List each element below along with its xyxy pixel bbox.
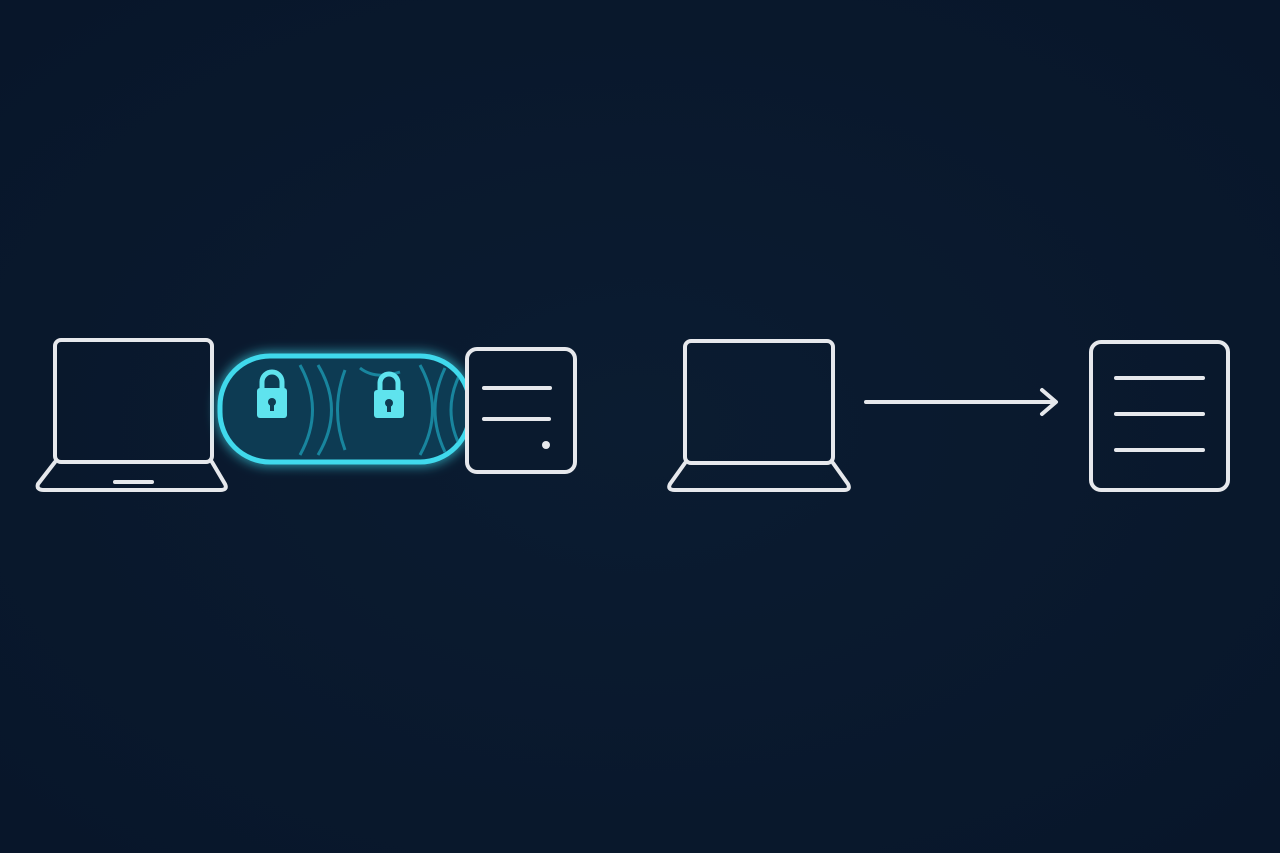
document-icon xyxy=(1089,340,1230,492)
lock-icon xyxy=(257,369,287,418)
arrow-right-icon xyxy=(864,388,1058,416)
laptop-icon xyxy=(35,338,228,492)
lock-icon xyxy=(374,371,404,418)
laptop-icon xyxy=(667,339,851,492)
encrypted-tunnel xyxy=(217,353,473,465)
server-icon xyxy=(465,347,577,474)
